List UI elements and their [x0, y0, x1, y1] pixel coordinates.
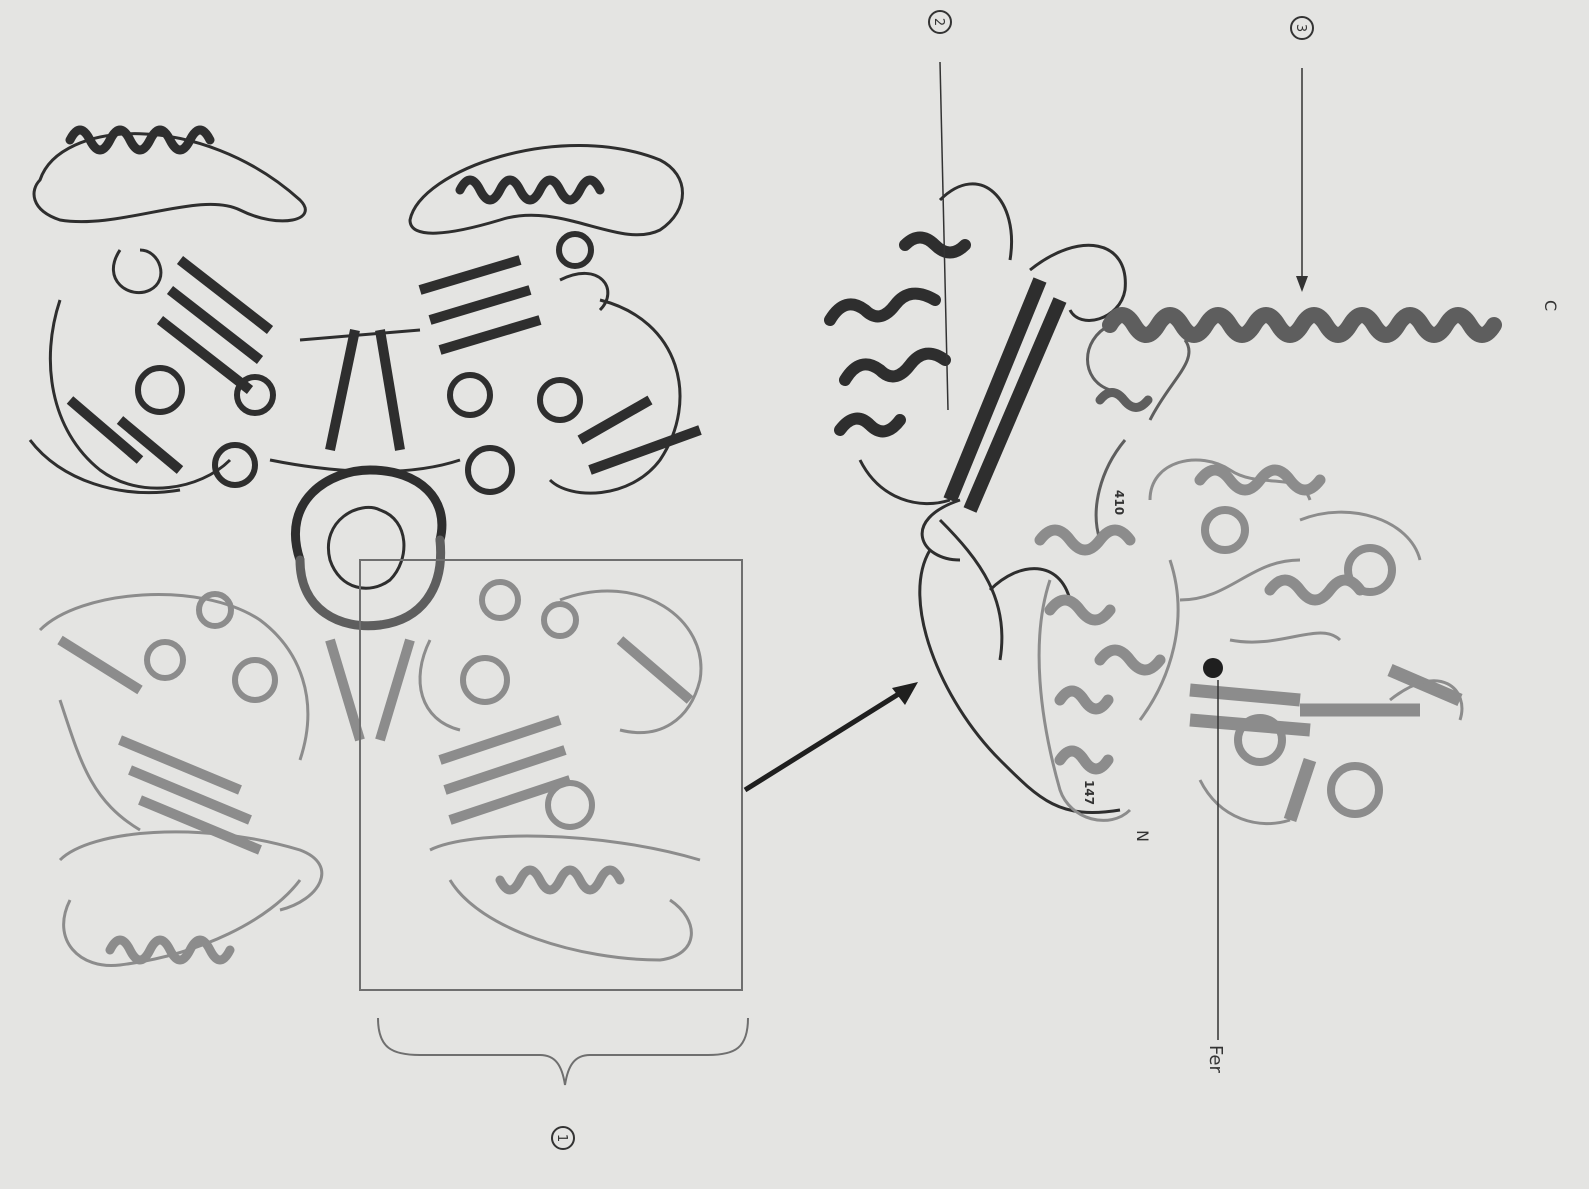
callout-3: 3	[1291, 17, 1313, 292]
iron-label: Fer	[1205, 1045, 1226, 1073]
monomer-detail	[830, 184, 1494, 824]
dark-domain	[830, 184, 1125, 813]
bracket	[378, 1018, 748, 1085]
residue-label-bottom: 147	[1082, 780, 1096, 805]
zoom-arrow	[745, 682, 918, 790]
n-terminus-label: N	[1133, 830, 1152, 842]
helical-ring	[295, 470, 441, 626]
monomer-top-right	[410, 145, 700, 493]
monomer-top-left	[30, 130, 305, 493]
dimer-interface	[270, 330, 460, 740]
callout-1: 1	[552, 1127, 574, 1149]
c-terminal-helix	[1088, 315, 1495, 540]
monomer-bottom-left	[40, 594, 322, 966]
callout-1-label: 1	[554, 1134, 569, 1142]
catalytic-domain	[1039, 460, 1462, 824]
iron-callout: Fer	[1205, 680, 1226, 1073]
callout-2-label: 2	[931, 18, 946, 26]
iron-atom	[1203, 658, 1223, 678]
residue-label-top: 410	[1112, 490, 1126, 515]
tetramer-structure	[30, 130, 748, 1085]
monomer-bottom-right	[420, 582, 701, 960]
c-terminus-label: C	[1541, 300, 1560, 311]
callout-3-label: 3	[1293, 24, 1308, 32]
